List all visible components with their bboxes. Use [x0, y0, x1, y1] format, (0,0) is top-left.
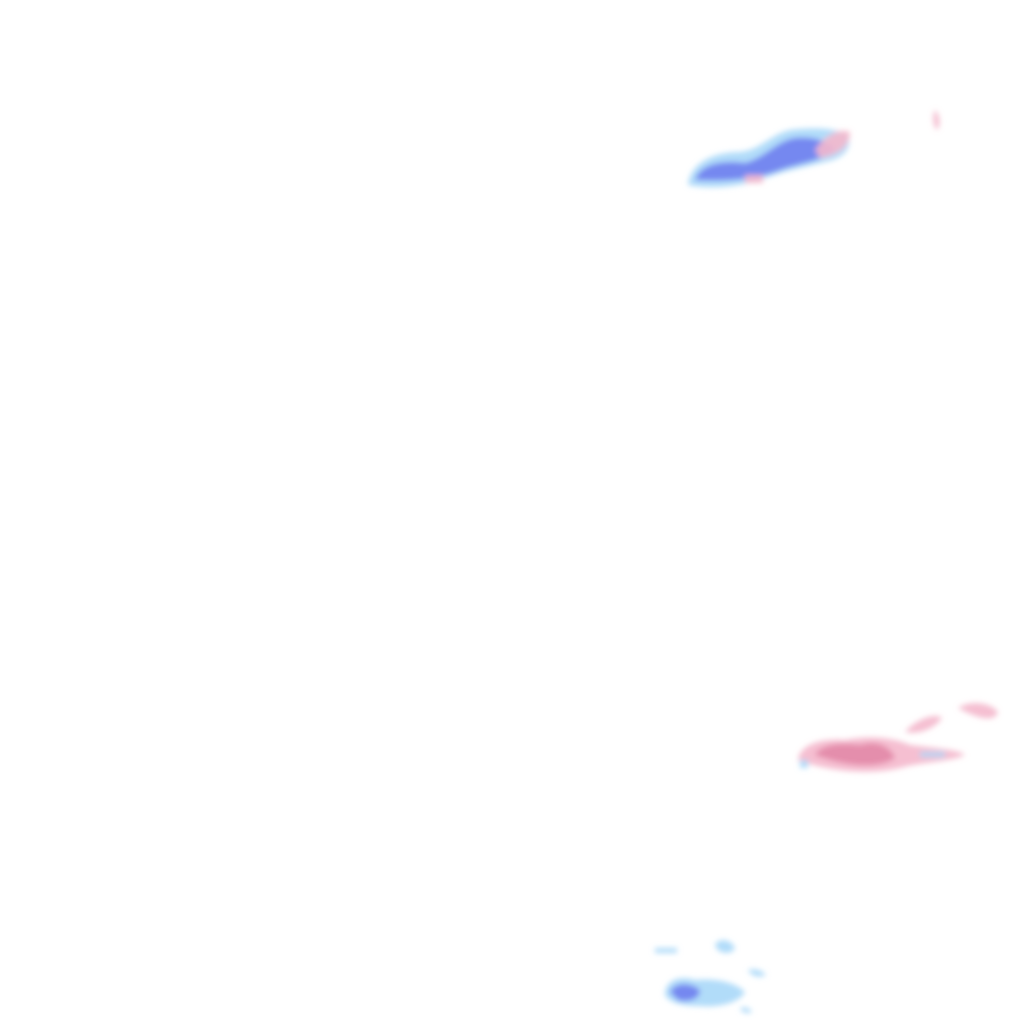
precip-area — [655, 948, 677, 953]
precip-area — [933, 110, 940, 130]
precip-area — [695, 137, 835, 181]
precip-area — [670, 984, 700, 1001]
precip-area — [800, 760, 808, 768]
precip-area — [920, 752, 945, 757]
precip-area — [815, 743, 895, 766]
precip-cell-east — [798, 703, 998, 772]
precip-area — [958, 703, 998, 719]
precip-area — [715, 940, 735, 953]
precip-area — [748, 969, 766, 977]
precip-area — [905, 715, 942, 733]
precip-area — [745, 175, 763, 183]
precip-area — [815, 130, 850, 158]
precip-cell-north — [688, 110, 940, 188]
precip-cell-south — [655, 940, 766, 1013]
precip-area — [740, 1007, 752, 1013]
